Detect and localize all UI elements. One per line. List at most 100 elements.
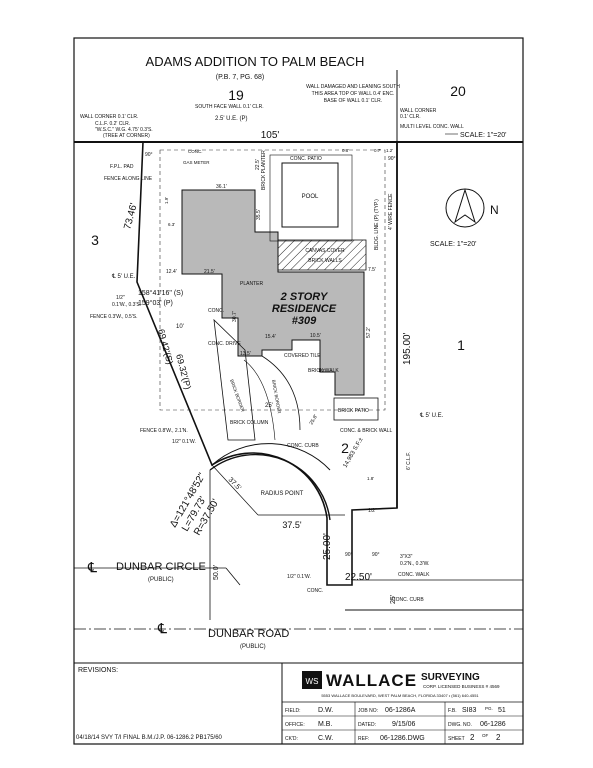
south-dim-25: 25.00' bbox=[322, 533, 333, 560]
dim-08: 0.8' bbox=[342, 148, 349, 153]
tb-of-label: OF bbox=[482, 733, 489, 738]
lot-20: 20 bbox=[450, 83, 466, 99]
west-line-p: 69.32'(P) bbox=[174, 353, 193, 391]
tb-dated-val: 9/15/06 bbox=[392, 721, 415, 728]
radius-line-1 bbox=[211, 464, 259, 516]
conc-patio bbox=[269, 154, 353, 242]
dim-572: 57.2' bbox=[366, 327, 372, 338]
note-fence-03w: FENCE 0.3'W., 0.5'S. bbox=[90, 314, 137, 320]
note-ue-left: ℄ 5' U.E. bbox=[111, 274, 136, 280]
tb-pg-label: PG. bbox=[485, 706, 493, 711]
road-dunbar-road: DUNBAR ROAD bbox=[208, 628, 289, 640]
dim-361: 36.1' bbox=[216, 184, 227, 190]
residence-line1: 2 STORY bbox=[280, 291, 329, 303]
brick-walk-curve bbox=[261, 355, 301, 431]
dim-225: 22.5' bbox=[255, 159, 261, 170]
dim-63: 6.3' bbox=[168, 222, 175, 227]
road-dunbar-road-public: (PUBLIC) bbox=[240, 644, 266, 650]
dim-50: 50.0' bbox=[213, 565, 220, 580]
dim-154: 15.4' bbox=[265, 334, 276, 340]
lot-1: 1 bbox=[457, 337, 465, 353]
company-logo-text: WS bbox=[306, 677, 319, 686]
brick-patio bbox=[333, 397, 379, 421]
company-name: WALLACE bbox=[326, 671, 417, 690]
note-conc-patio: CONC. PATIO bbox=[290, 156, 322, 162]
note-conc-curb-b: CONC. CURB bbox=[392, 597, 424, 603]
lot-2: 2 bbox=[341, 440, 349, 456]
north-letter: N bbox=[490, 203, 499, 217]
tb-sheet-val: 2 bbox=[470, 733, 475, 742]
note-pool: POOL bbox=[302, 194, 319, 200]
east-distance: 195.00' bbox=[402, 332, 413, 365]
note-offset-1: 0.1'W., 0.3'S. bbox=[112, 302, 141, 308]
angle-90d: 90° bbox=[372, 552, 380, 558]
company-corp: CORP. LICENSED BUSINESS # 4569 bbox=[423, 684, 500, 689]
note-multi-level: MULTI LEVEL CONC. WALL bbox=[400, 124, 464, 130]
dim-12: 1.2' bbox=[386, 148, 393, 153]
note-tree: (TREE AT CORNER) bbox=[103, 133, 150, 139]
tb-ref-label: REF: bbox=[358, 736, 369, 742]
north-arrow-icon bbox=[454, 188, 476, 224]
note-south-face: SOUTH FACE WALL 0.1' CLR. bbox=[195, 104, 264, 110]
angle-90b: 90° bbox=[388, 156, 396, 162]
note-wall-corner-right: WALL CORNER bbox=[400, 108, 437, 114]
note-offset-02n: 0.2'N., 0.3'W. bbox=[400, 561, 429, 567]
tb-pg-val: 51 bbox=[498, 707, 506, 714]
road-dunbar-circle: DUNBAR CIRCLE bbox=[116, 561, 206, 573]
note-wsc: "W.S.C." W.G. 4.75' 0.3'S. bbox=[95, 127, 153, 133]
note-conc-curb: CONC. CURB bbox=[287, 443, 319, 449]
note-wall-damaged3: BASE OF WALL 0.1' CLR. bbox=[324, 98, 382, 104]
dim-124: 12.4' bbox=[166, 269, 177, 275]
note-wall-damaged: WALL DAMAGED AND LEANING SOUTH bbox=[306, 84, 400, 90]
tb-dwg-val: 06-1286 bbox=[480, 721, 506, 728]
angle-s: 158°41'16" (S) bbox=[138, 289, 183, 297]
dim-18: 1.8' bbox=[367, 476, 374, 481]
note-six-clf: 6' C.L.F. bbox=[406, 452, 412, 470]
note-half-sw: 1/2" bbox=[368, 508, 377, 514]
note-ue-right: ℄ 5' U.E. bbox=[419, 413, 444, 419]
note-planter: PLANTER bbox=[240, 281, 263, 287]
driveway bbox=[213, 318, 256, 441]
note-wall-corner-left: WALL CORNER 0.1' CLR. bbox=[80, 114, 138, 120]
note-three-by-three: 3"X3" bbox=[400, 554, 413, 560]
cl-circle: ℄ bbox=[87, 559, 97, 575]
dim-07: 0.7' bbox=[374, 148, 381, 153]
west-distance: 73.46' bbox=[122, 202, 140, 231]
tb-fb-label: F.B. bbox=[448, 708, 457, 714]
tb-dwg-label: DWG. NO. bbox=[448, 722, 472, 728]
note-conc-c: CONC. bbox=[307, 588, 323, 594]
cul-de-sac-arc bbox=[209, 453, 331, 521]
note-half-01w-b: 1/2" 0.1'W. bbox=[287, 574, 311, 580]
residence-number: #309 bbox=[292, 315, 317, 327]
company-address: 5553 WALLACE BOULEVARD, WEST PALM BEACH,… bbox=[321, 693, 479, 698]
note-conc-walk: CONC. WALK bbox=[398, 572, 430, 578]
note-wall-corner-right2: 0.1' CLR. bbox=[400, 114, 421, 120]
tb-ref-val: 06-1286.DWG bbox=[380, 735, 425, 742]
tb-ckd-val: C.W. bbox=[318, 735, 333, 742]
bldg-setback bbox=[159, 149, 386, 411]
tb-ckd-label: CK'D: bbox=[285, 736, 298, 742]
tb-field-label: FIELD: bbox=[285, 708, 301, 714]
lot-3: 3 bbox=[91, 232, 99, 248]
north-arrow-circle bbox=[445, 188, 485, 228]
note-brick-column: BRICK COLUMN bbox=[230, 420, 269, 426]
note-wall-damaged2: THIS AREA TOP OF WALL 0.4' ENC. bbox=[312, 91, 395, 97]
note-bldg-line: BLDG. LINE (P) (TYP.) bbox=[374, 199, 380, 250]
tb-job-val: 06-1286A bbox=[385, 707, 416, 714]
tb-sheet-label: SHEET bbox=[448, 736, 465, 742]
dim-25: 25' bbox=[390, 595, 397, 604]
south-dim-225: 22.50' bbox=[345, 572, 372, 583]
cl-road: ℄ bbox=[157, 620, 167, 636]
note-fence-along: FENCE ALONG LINE bbox=[104, 176, 153, 182]
tb-of-val: 2 bbox=[496, 733, 501, 742]
dim-258: 25.8' bbox=[309, 414, 320, 426]
residence-line2: RESIDENCE bbox=[272, 303, 337, 315]
road-dunbar-circle-public: (PUBLIC) bbox=[148, 577, 174, 583]
tb-office-label: OFFICE: bbox=[285, 722, 305, 728]
radius-dim-b: 37.5' bbox=[282, 520, 302, 530]
angle-p: 159°03' (P) bbox=[138, 299, 173, 307]
note-conc-b: CONC. bbox=[208, 308, 224, 314]
pool bbox=[281, 162, 339, 228]
note-clf-left: C.L.F. 0.2' CLR. bbox=[95, 121, 130, 127]
dim-13: 1.3' bbox=[318, 368, 325, 373]
